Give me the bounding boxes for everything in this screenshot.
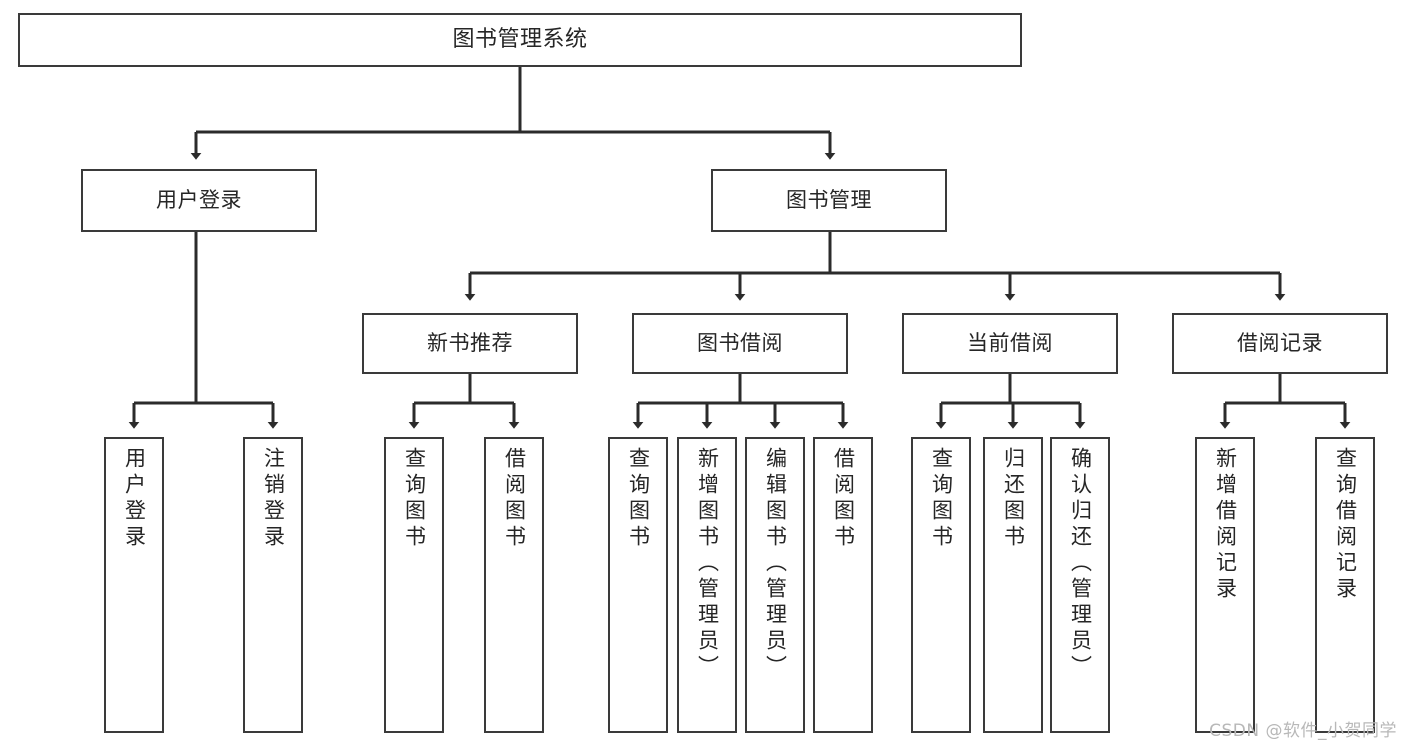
node-leaf-query-book-borrow[interactable]: 查询图书 — [608, 437, 668, 733]
node-leaf-borrow-book-recommend[interactable]: 借阅图书 — [484, 437, 544, 733]
node-label: 借阅图书 — [831, 447, 856, 551]
node-book-management[interactable]: 图书管理 — [711, 169, 947, 232]
node-user-login[interactable]: 用户登录 — [81, 169, 317, 232]
node-leaf-return-book[interactable]: 归还图书 — [983, 437, 1043, 733]
node-current-borrowing[interactable]: 当前借阅 — [902, 313, 1118, 374]
node-root-book-management-system[interactable]: 图书管理系统 — [18, 13, 1022, 67]
node-leaf-borrow-book[interactable]: 借阅图书 — [813, 437, 873, 733]
node-label: 新增图书（管理员） — [695, 447, 720, 681]
node-label: 用户登录 — [156, 188, 242, 213]
node-label: 图书借阅 — [697, 331, 783, 356]
node-borrowing-record[interactable]: 借阅记录 — [1172, 313, 1388, 374]
node-label: 确认归还（管理员） — [1068, 447, 1093, 681]
node-label: 图书管理系统 — [452, 27, 588, 53]
node-label: 用户登录 — [122, 447, 147, 551]
node-leaf-logout[interactable]: 注销登录 — [243, 437, 303, 733]
node-label: 查询图书 — [626, 447, 651, 551]
node-leaf-user-login[interactable]: 用户登录 — [104, 437, 164, 733]
node-leaf-edit-book-admin[interactable]: 编辑图书（管理员） — [745, 437, 805, 733]
node-label: 图书管理 — [786, 188, 872, 213]
node-label: 查询图书 — [929, 447, 954, 551]
node-label: 注销登录 — [261, 447, 286, 551]
node-leaf-query-book-recommend[interactable]: 查询图书 — [384, 437, 444, 733]
node-label: 编辑图书（管理员） — [763, 447, 788, 681]
node-label: 查询图书 — [402, 447, 427, 551]
node-leaf-add-book-admin[interactable]: 新增图书（管理员） — [677, 437, 737, 733]
node-label: 归还图书 — [1001, 447, 1026, 551]
node-label: 新书推荐 — [427, 331, 513, 356]
node-leaf-query-book-current[interactable]: 查询图书 — [911, 437, 971, 733]
node-label: 借阅图书 — [502, 447, 527, 551]
node-book-borrowing[interactable]: 图书借阅 — [632, 313, 848, 374]
node-label: 新增借阅记录 — [1213, 447, 1238, 603]
node-leaf-confirm-return-admin[interactable]: 确认归还（管理员） — [1050, 437, 1110, 733]
node-leaf-add-borrow-record[interactable]: 新增借阅记录 — [1195, 437, 1255, 733]
node-label: 借阅记录 — [1237, 331, 1323, 356]
node-label: 查询借阅记录 — [1333, 447, 1358, 603]
node-new-book-recommendation[interactable]: 新书推荐 — [362, 313, 578, 374]
node-label: 当前借阅 — [967, 331, 1053, 356]
watermark-text: CSDN @软件_小贺同学 — [1209, 721, 1397, 741]
node-leaf-query-borrow-record[interactable]: 查询借阅记录 — [1315, 437, 1375, 733]
